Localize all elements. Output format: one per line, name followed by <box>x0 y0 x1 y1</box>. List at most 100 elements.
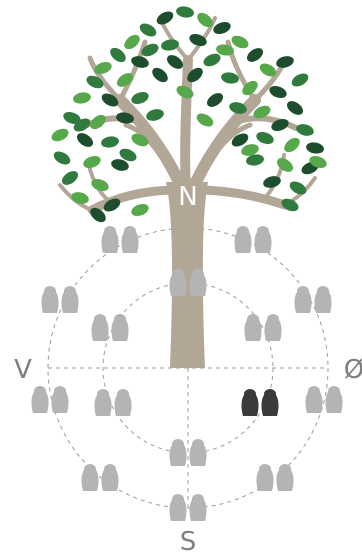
footprint-pair-north-inner <box>169 269 207 296</box>
right-footprint-icon <box>114 389 132 416</box>
west-label: V <box>14 355 32 385</box>
leaf <box>259 63 277 77</box>
leaf <box>90 114 106 130</box>
leaf <box>90 207 106 223</box>
leaf <box>231 133 249 147</box>
footprint-pair-north-east-inner <box>244 314 282 341</box>
leaf <box>146 109 164 121</box>
leaf <box>101 93 119 107</box>
leaf <box>276 158 294 172</box>
leaf <box>216 44 234 56</box>
tree: N <box>51 6 327 368</box>
right-footprint-icon <box>51 386 69 413</box>
left-footprint-icon <box>91 314 109 341</box>
footprint-pair-north-outer-left <box>101 226 139 253</box>
leaf <box>296 124 314 136</box>
leaf <box>306 142 324 154</box>
leaf <box>76 133 94 147</box>
leaf <box>197 12 213 28</box>
leaf <box>281 198 299 212</box>
leaf <box>63 111 81 125</box>
leaf <box>246 154 264 166</box>
left-footprint-icon <box>294 286 312 313</box>
right-footprint-icon <box>111 314 129 341</box>
right-footprint-icon <box>189 439 207 466</box>
footprint-pair-north-east-outer <box>294 286 332 313</box>
leaf <box>269 85 287 99</box>
footprint-pair-east-outer <box>305 386 343 413</box>
left-footprint-icon <box>244 314 262 341</box>
leaf <box>253 105 271 119</box>
leaf <box>119 148 137 162</box>
leaf <box>141 43 159 57</box>
leaf <box>71 192 89 204</box>
footprints <box>31 226 343 521</box>
leaf <box>83 155 101 169</box>
left-footprint-icon <box>101 226 119 253</box>
footprint-pair-south-inner <box>169 439 207 466</box>
left-footprint-icon <box>234 226 252 253</box>
left-footprint-icon <box>256 464 274 491</box>
left-footprint-icon <box>31 386 49 413</box>
leaf <box>289 181 307 195</box>
footprint-pair-west-inner <box>94 389 132 416</box>
right-footprint-icon <box>121 226 139 253</box>
tree-trunk <box>166 182 208 368</box>
left-footprint-icon <box>41 286 59 313</box>
leaf <box>131 91 149 105</box>
leaf <box>124 34 140 50</box>
leaf <box>91 178 109 192</box>
leaf <box>176 85 194 99</box>
tree-foliage <box>51 6 327 223</box>
leaf <box>176 6 194 18</box>
leaf <box>203 53 221 67</box>
leaf <box>284 137 300 153</box>
leaf <box>263 176 281 188</box>
leaf <box>156 11 174 25</box>
leaf <box>242 80 258 96</box>
leaf <box>131 133 149 147</box>
leaf <box>73 118 91 132</box>
leaf <box>276 56 294 68</box>
leaf <box>116 112 134 124</box>
right-footprint-icon <box>264 314 282 341</box>
leaf <box>241 144 259 156</box>
leaf <box>131 203 149 217</box>
right-footprint-icon <box>276 464 294 491</box>
right-footprint-icon <box>314 286 332 313</box>
right-footprint-icon <box>189 494 207 521</box>
leaf <box>271 118 289 132</box>
leaf <box>51 128 69 142</box>
leaf <box>286 101 304 115</box>
footprint-pair-west-outer <box>31 386 69 413</box>
leaf <box>152 67 168 83</box>
east-label: Ø <box>344 355 362 385</box>
leaf <box>161 39 179 51</box>
right-footprint-icon <box>261 389 279 416</box>
leaf <box>189 33 207 47</box>
leaf <box>86 75 104 89</box>
leaf <box>187 67 203 83</box>
leaf <box>246 48 264 62</box>
south-label: S <box>180 527 197 556</box>
left-footprint-icon <box>241 389 259 416</box>
leaf <box>213 21 231 35</box>
leaf <box>221 72 239 84</box>
footprint-pair-south-east-outer <box>256 464 294 491</box>
leaf <box>111 159 129 171</box>
footprint-pair-north-outer-right <box>234 226 272 253</box>
leaf <box>94 61 112 75</box>
footprint-pair-south-outer <box>169 494 207 521</box>
left-footprint-icon <box>94 389 112 416</box>
right-footprint-icon <box>254 226 272 253</box>
left-footprint-icon <box>169 269 187 296</box>
leaf <box>229 102 247 114</box>
leaf <box>116 73 134 87</box>
leaf <box>291 73 309 87</box>
leaf <box>53 151 71 165</box>
leaf <box>101 136 119 148</box>
leaf <box>110 47 126 63</box>
left-footprint-icon <box>169 494 187 521</box>
leaf <box>73 92 91 104</box>
